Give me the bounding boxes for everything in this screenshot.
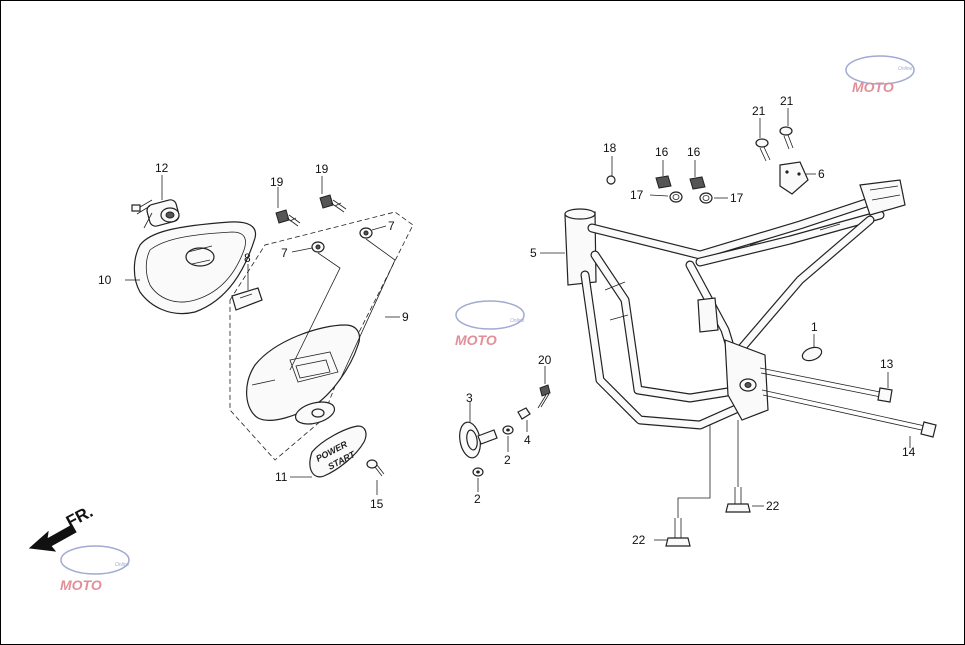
watermark-text-2: MOTO: [455, 332, 497, 348]
screw-21b-part: [779, 126, 794, 150]
long-bolt-13-part: [759, 367, 893, 403]
leader-lines-left: [125, 175, 400, 495]
bolt-20-part: [537, 384, 551, 409]
washer-17b-part: [699, 192, 713, 204]
side-cover-main-part: [246, 324, 361, 425]
callout-22a: 22: [632, 533, 646, 547]
callout-17a: 17: [630, 188, 644, 202]
callout-8: 8: [244, 251, 251, 265]
watermark-text-3: MOTO: [60, 577, 102, 593]
screw-15-part: [366, 459, 385, 477]
callout-2b: 2: [474, 492, 481, 506]
watermark-small-2: Online: [510, 318, 525, 324]
leader-lines-horn: [469, 366, 546, 492]
callout-9: 9: [402, 310, 409, 324]
callout-21a: 21: [752, 104, 766, 118]
washer-2b-part: [472, 467, 484, 477]
callout-5: 5: [530, 246, 537, 260]
watermark-middle: MOTO Online: [455, 300, 525, 348]
main-frame-part: [564, 179, 906, 430]
nut-16a-part: [655, 175, 672, 189]
callout-2a: 2: [504, 453, 511, 467]
nut-16b-part: [689, 176, 706, 190]
long-bolt-14-part: [761, 389, 937, 438]
callout-19a: 19: [270, 175, 284, 189]
callout-13: 13: [880, 357, 894, 371]
callout-1: 1: [811, 320, 818, 334]
bolt-19a-part: [275, 209, 301, 227]
callout-6: 6: [818, 167, 825, 181]
grommet-7b-part: [359, 227, 373, 239]
horn-part: [459, 421, 498, 459]
callout-20: 20: [538, 353, 552, 367]
callout-7a: 7: [281, 246, 288, 260]
plug-1-part: [801, 346, 823, 362]
callout-4: 4: [524, 433, 531, 447]
leader-lines-right: [540, 108, 911, 541]
callout-16a: 16: [655, 145, 669, 159]
washer-17a-part: [669, 191, 683, 203]
side-cover-left-part: [133, 221, 257, 315]
screw-21a-part: [755, 138, 771, 162]
bolt-22b-part: [725, 487, 751, 513]
plate-6-part: [779, 161, 809, 195]
watermark-top-right: MOTO Online: [845, 55, 915, 95]
callout-14: 14: [902, 445, 916, 459]
washer-2a-part: [502, 425, 514, 435]
grommet-7a-part: [311, 241, 325, 253]
callout-15: 15: [370, 497, 384, 511]
bracket-part: [231, 287, 263, 311]
watermark-small-1: Online: [898, 66, 913, 72]
callout-18: 18: [603, 141, 617, 155]
callout-19b: 19: [315, 162, 329, 176]
watermark-small-3: Online: [115, 562, 130, 568]
callout-12: 12: [155, 161, 169, 175]
bolt-22a-part: [665, 518, 691, 547]
callout-7b: 7: [388, 219, 395, 233]
callout-22b: 22: [766, 499, 780, 513]
clip-18-part: [606, 175, 616, 185]
callout-16b: 16: [687, 145, 701, 159]
watermark-bottom-left: MOTO Online: [60, 545, 130, 593]
bolt-19b-part: [319, 194, 347, 213]
watermark-text-1: MOTO: [852, 79, 894, 95]
nut-4-part: [517, 407, 531, 420]
callout-17b: 17: [730, 191, 744, 205]
callout-3: 3: [466, 391, 473, 405]
callout-labels: 10 12 8 19 19 7 7 9 11 15 3 2 2 4 20 5 1…: [98, 94, 916, 547]
callout-11: 11: [275, 470, 288, 484]
callout-10: 10: [98, 273, 112, 287]
callout-21b: 21: [780, 94, 794, 108]
ignition-switch-part: [131, 199, 180, 229]
